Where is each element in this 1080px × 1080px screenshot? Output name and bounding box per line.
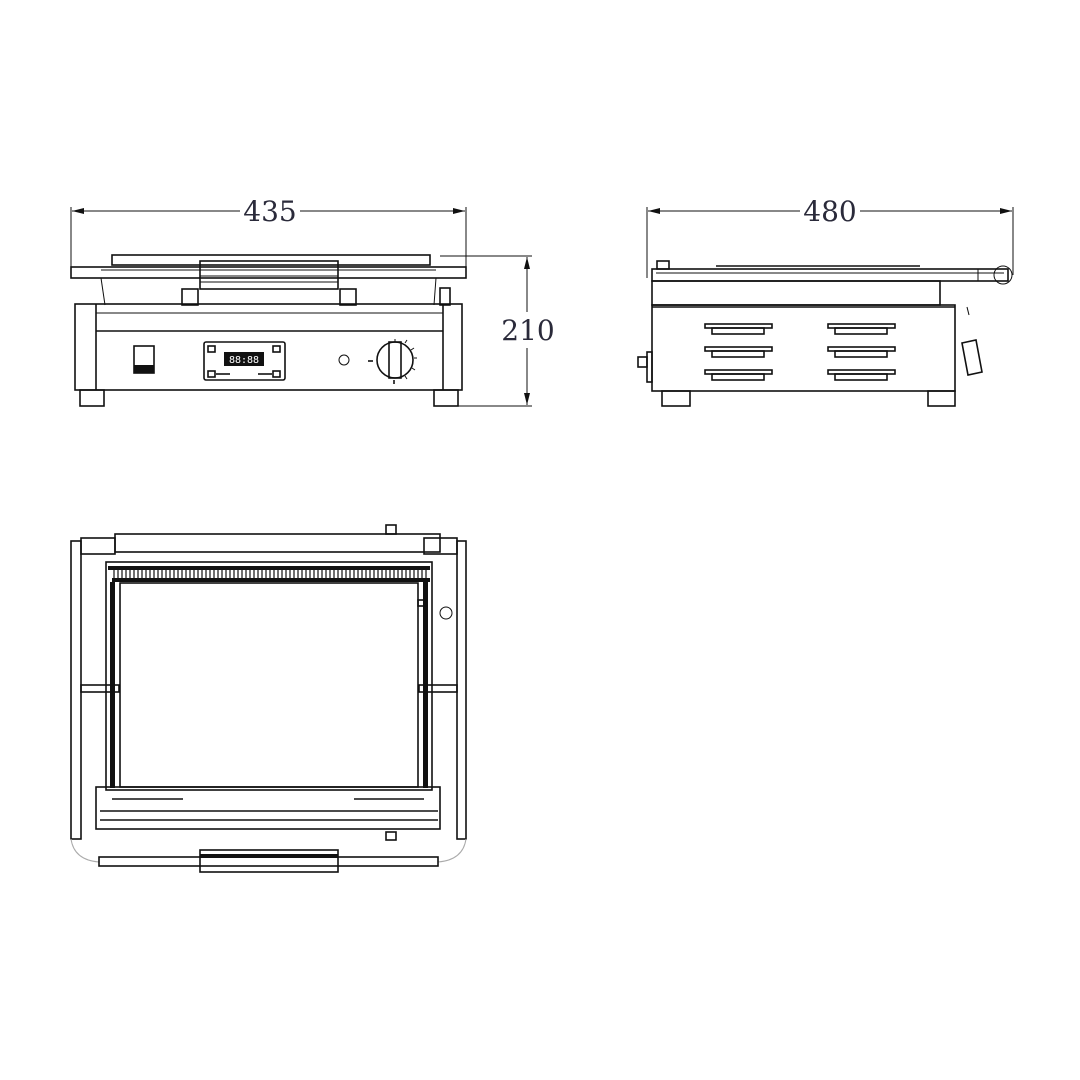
side-view: 480 xyxy=(637,195,1014,407)
front-handle xyxy=(199,849,339,873)
cooking-plate xyxy=(119,582,419,788)
power-switch xyxy=(133,345,155,374)
front-handle-bar xyxy=(98,856,439,867)
indicator-light xyxy=(338,354,350,366)
top-view xyxy=(70,524,467,873)
width-dimension: 435 xyxy=(70,195,467,270)
width-dimension-label: 435 xyxy=(243,195,296,228)
height-dimension-label: 210 xyxy=(501,314,554,347)
digital-display-panel: 88:88 xyxy=(203,341,286,381)
depth-dimension-label: 480 xyxy=(803,195,856,228)
rear-handle xyxy=(961,339,983,376)
display-readout: 88:88 xyxy=(229,355,259,366)
lid-handle xyxy=(199,260,339,290)
depth-dimension: 480 xyxy=(646,195,1014,278)
grill-ribs xyxy=(113,570,427,579)
temperature-knob xyxy=(368,339,417,384)
front-view: 435 210 xyxy=(70,195,555,407)
vent-slots xyxy=(704,323,896,381)
lid-hinge-bar xyxy=(114,533,441,553)
